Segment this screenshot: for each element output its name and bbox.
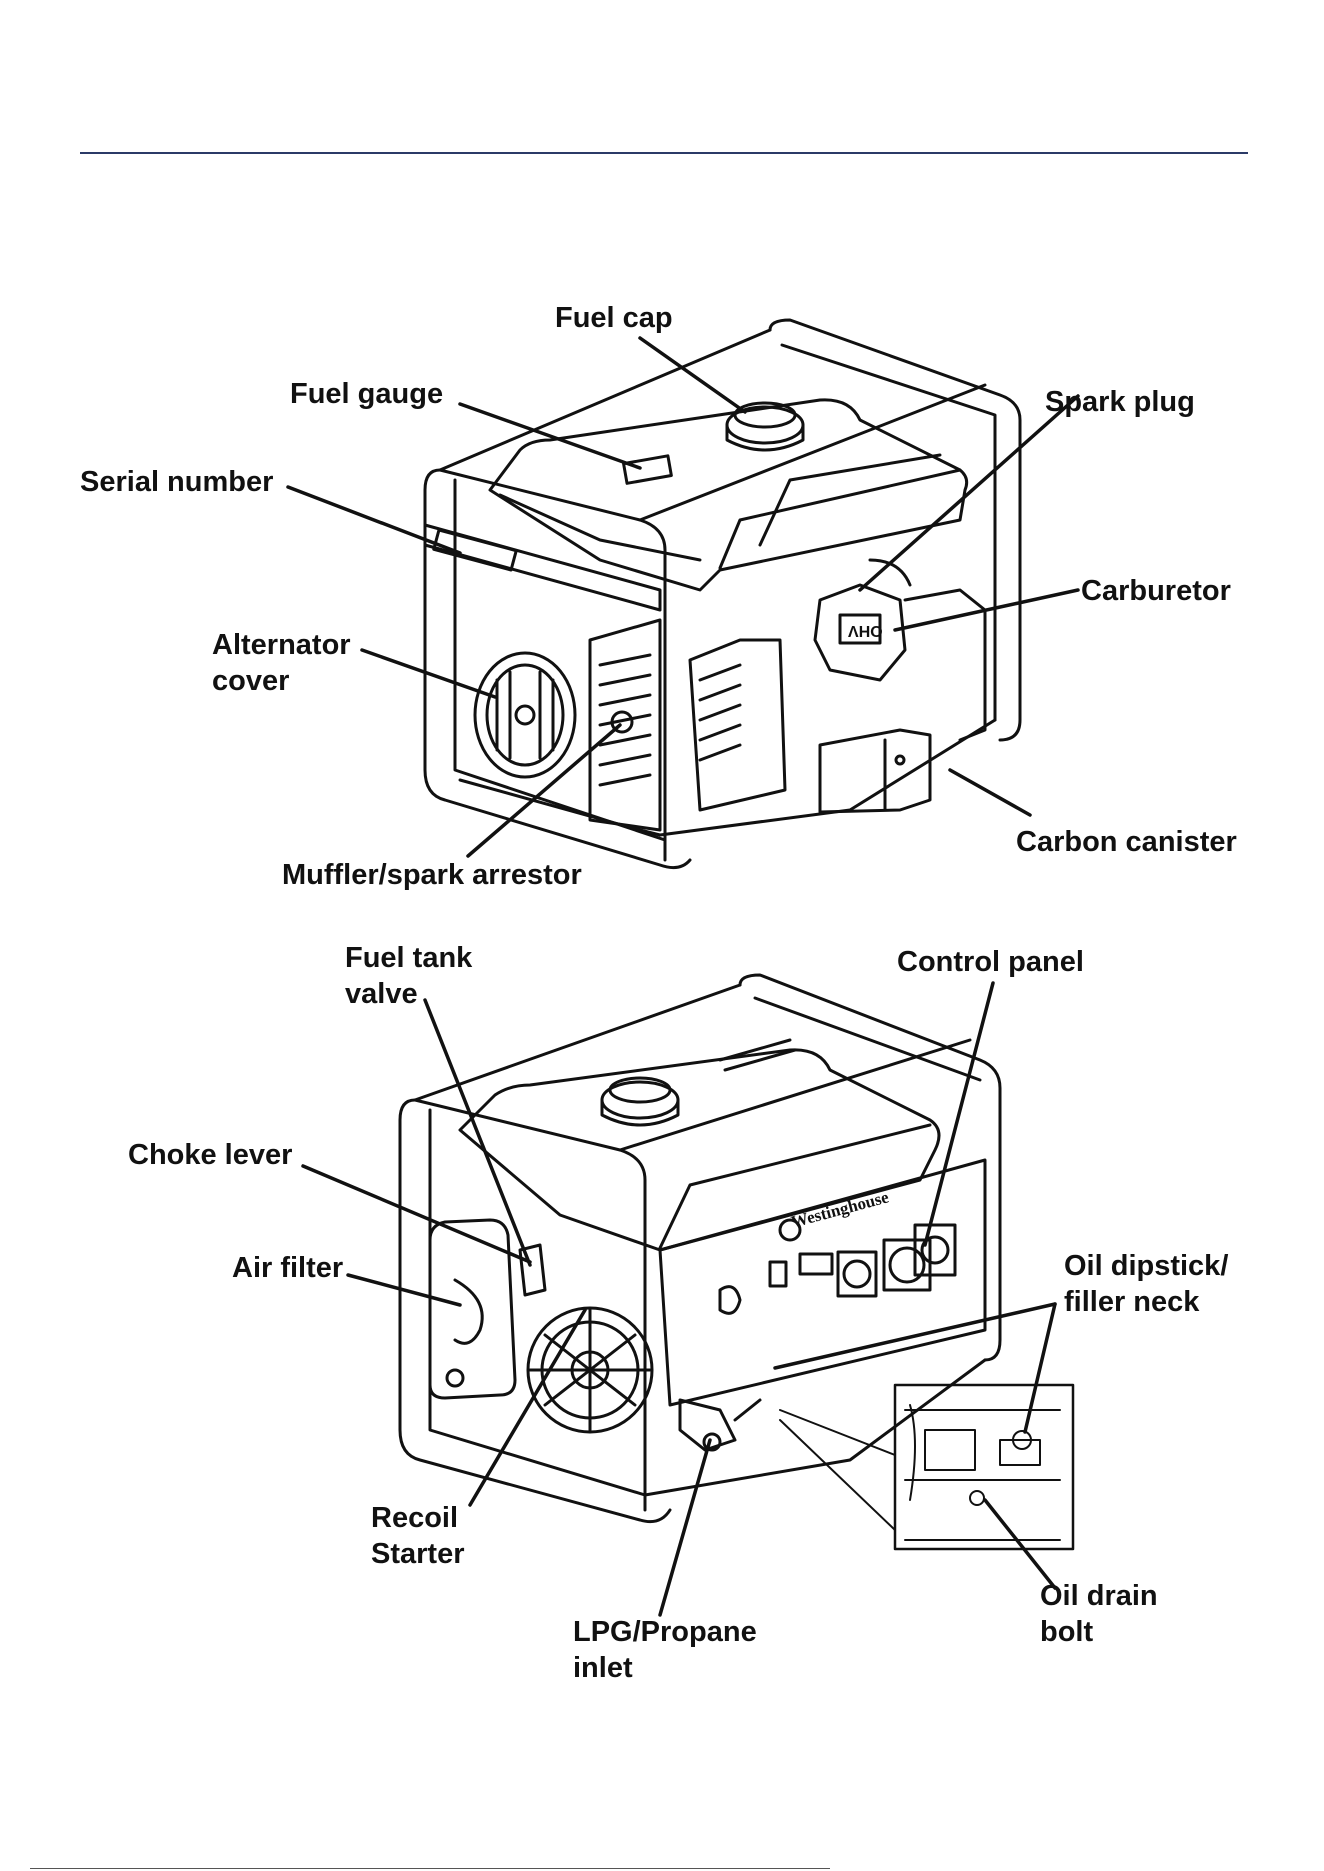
label-lpg-propane-inlet: LPG/Propane inlet xyxy=(573,1614,757,1686)
label-carbon-canister: Carbon canister xyxy=(1016,824,1237,860)
label-recoil-starter: Recoil Starter xyxy=(371,1500,465,1572)
label-spark-plug: Spark plug xyxy=(1045,384,1195,420)
top-generator-drawing xyxy=(425,320,1020,868)
engine-mark-text: OHV xyxy=(848,621,883,639)
label-carburetor: Carburetor xyxy=(1081,573,1231,609)
label-fuel-tank-valve: Fuel tank valve xyxy=(345,940,472,1012)
label-muffler-spark-arrestor: Muffler/spark arrestor xyxy=(282,857,582,893)
label-choke-lever: Choke lever xyxy=(128,1137,292,1173)
label-control-panel: Control panel xyxy=(897,944,1084,980)
footer-rule xyxy=(30,1868,830,1869)
label-air-filter: Air filter xyxy=(232,1250,343,1286)
label-alternator-cover: Alternator cover xyxy=(212,627,351,699)
label-fuel-gauge: Fuel gauge xyxy=(290,376,443,412)
label-oil-drain-bolt: Oil drain bolt xyxy=(1040,1578,1158,1650)
label-serial-number: Serial number xyxy=(80,464,273,500)
label-fuel-cap: Fuel cap xyxy=(555,300,673,336)
label-oil-dipstick-filler-neck: Oil dipstick/ filler neck xyxy=(1064,1248,1228,1320)
